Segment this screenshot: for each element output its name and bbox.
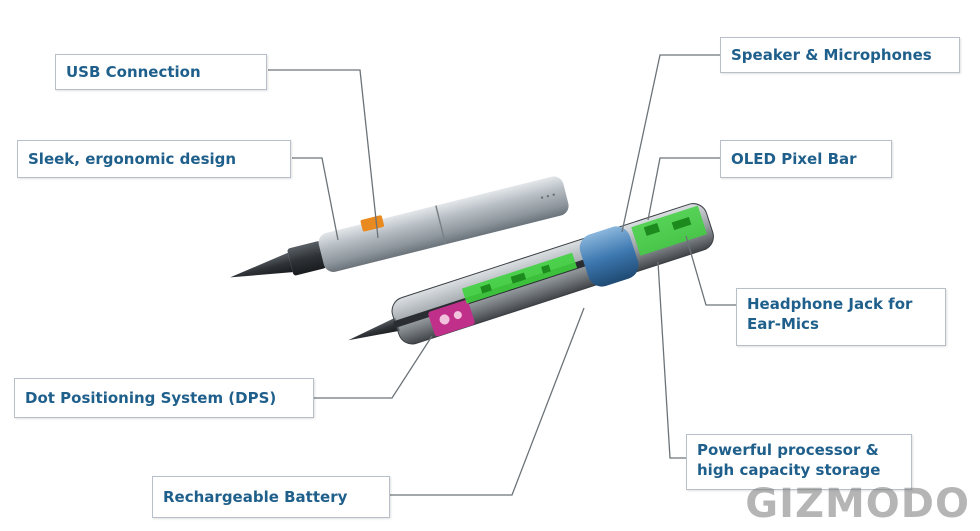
label-dps: Dot Positioning System (DPS)	[14, 378, 314, 418]
label-rechargeable-battery: Rechargeable Battery	[152, 476, 390, 518]
label-oled-pixel-bar: OLED Pixel Bar	[720, 140, 892, 178]
label-headphone-jack-line2: Ear-Mics	[747, 315, 819, 333]
leader-processor	[657, 261, 686, 459]
cutaway-pen-tip	[348, 317, 400, 341]
label-speaker-microphones-text: Speaker & Microphones	[731, 46, 932, 64]
label-speaker-microphones: Speaker & Microphones	[720, 37, 960, 73]
battery	[579, 226, 639, 287]
label-usb-connection-text: USB Connection	[66, 63, 201, 81]
leader-dps	[314, 335, 433, 399]
cutaway-pen	[348, 203, 714, 345]
leader-sleek	[292, 157, 339, 241]
label-processor-storage: Powerful processor & high capacity stora…	[686, 434, 912, 490]
solid-pen-body	[318, 176, 569, 272]
label-processor-storage-line1: Powerful processor &	[697, 441, 879, 459]
label-processor-storage-line2: high capacity storage	[697, 461, 881, 479]
leader-speaker	[621, 54, 720, 233]
leader-oled	[647, 157, 720, 221]
label-sleek-design-text: Sleek, ergonomic design	[28, 150, 237, 168]
leader-lines	[268, 54, 736, 496]
solid-pen-grip	[287, 241, 327, 276]
usb-connector	[360, 215, 384, 232]
gizmodo-watermark: GIZMODO	[745, 481, 970, 527]
label-sleek-design: Sleek, ergonomic design	[17, 140, 291, 178]
leader-battery	[390, 307, 585, 496]
label-oled-pixel-bar-text: OLED Pixel Bar	[731, 150, 857, 168]
label-dps-text: Dot Positioning System (DPS)	[25, 389, 277, 407]
label-headphone-jack: Headphone Jack for Ear-Mics	[736, 288, 946, 346]
leader-usb	[268, 69, 379, 239]
label-usb-connection: USB Connection	[55, 54, 267, 90]
solid-pen-tip	[230, 252, 293, 278]
label-headphone-jack-line1: Headphone Jack for	[747, 295, 913, 313]
label-rechargeable-battery-text: Rechargeable Battery	[163, 488, 348, 506]
solid-pen	[230, 176, 569, 278]
dps-module	[428, 300, 475, 337]
leader-headphone	[685, 235, 736, 306]
